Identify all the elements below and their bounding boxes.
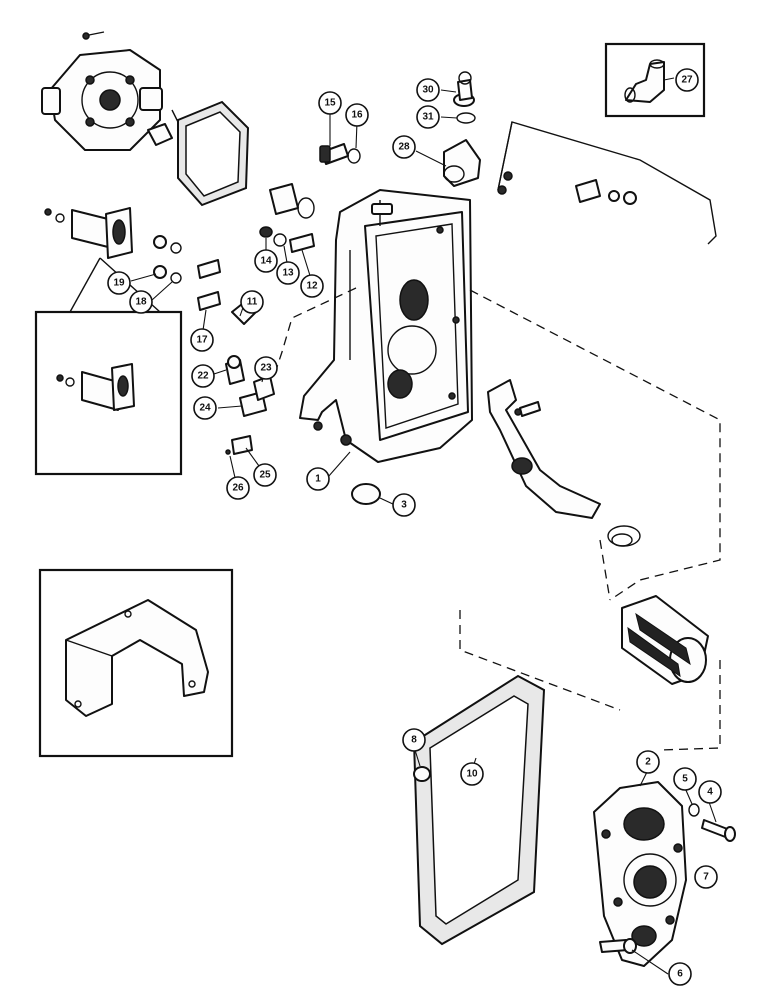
callout-15: 15 [318,91,342,115]
tube-detail [56,363,135,411]
callout-24: 24 [193,396,217,420]
callout-label: 11 [247,297,258,308]
pump-gasket [177,100,250,207]
callout-2: 2 [636,750,660,774]
callout-10: 10 [460,762,484,786]
callout-label: 24 [199,403,211,414]
callout-label: 16 [351,110,363,121]
callout-label: 3 [401,500,407,511]
callout-11: 11 [240,290,264,314]
callout-label: 28 [398,142,410,153]
washer [688,803,700,817]
plug [351,483,381,505]
callout-27: 28 [392,135,416,159]
main-housing [299,189,473,463]
cap-screw [701,819,736,842]
callout-28: 27 [675,68,699,92]
bolt [599,938,637,954]
callout-label: 6 [677,969,683,980]
cover-plate [593,781,687,967]
callout-label: 30 [422,85,434,96]
callout-label: 2 [645,757,651,768]
elbow-fitting [624,59,665,103]
callout-14: 14 [254,249,278,273]
callout-label: 14 [260,256,272,267]
oil-line [497,121,717,245]
nuts-washers [153,235,221,311]
callout-4: 4 [698,780,722,804]
callout-label: 18 [135,297,147,308]
tube-fitting [44,207,133,259]
callout-1: 1 [306,467,330,491]
callout-16: 16 [345,103,369,127]
callout-label: 1 [315,474,321,485]
pump-assembly [41,31,179,151]
filter-hose [621,595,709,685]
callout-8: 8 [402,728,426,752]
callout-23: 23 [254,356,278,380]
callout-label: 22 [197,371,209,382]
cover-gasket [412,674,546,946]
pto-shield [65,599,209,717]
callout-label: 12 [306,281,318,292]
callout-13: 13 [276,261,300,285]
callout-label: 19 [113,278,125,289]
callout-label: 8 [411,735,417,746]
hose-clamp [607,525,641,547]
callout-25: 25 [253,463,277,487]
callout-17: 17 [190,328,214,352]
callout-label: 25 [259,470,271,481]
callout-3: 3 [392,493,416,517]
callout-label: 13 [282,268,294,279]
callout-label: 17 [196,335,208,346]
callout-18: 18 [129,290,153,314]
callout-5: 5 [673,767,697,791]
routing-line-1 [469,289,721,601]
callout-label: 31 [422,112,434,123]
callout-30: 30 [416,78,440,102]
callout-26: 26 [226,476,250,500]
callout-label: 5 [682,774,688,785]
callout-6: 6 [668,962,692,986]
nut [413,766,431,782]
routing-line-2 [599,539,611,601]
shift-shaft [487,379,601,519]
callout-label: 26 [232,483,244,494]
routing-line-3 [659,660,721,751]
callout-label: 15 [324,98,336,109]
callout-12: 12 [300,274,324,298]
routing-line-5 [273,287,357,377]
callout-label: 23 [260,363,272,374]
filler-elbow [443,71,481,187]
routing-line-4 [459,610,621,711]
callout-label: 4 [707,787,713,798]
callout-label: 7 [703,872,709,883]
callout-label: 10 [466,769,478,780]
callout-22: 22 [191,364,215,388]
screw-washer [319,143,361,165]
callout-7: 7 [694,865,718,889]
callout-31: 31 [416,105,440,129]
callout-19: 19 [107,271,131,295]
callout-label: 27 [681,75,693,86]
